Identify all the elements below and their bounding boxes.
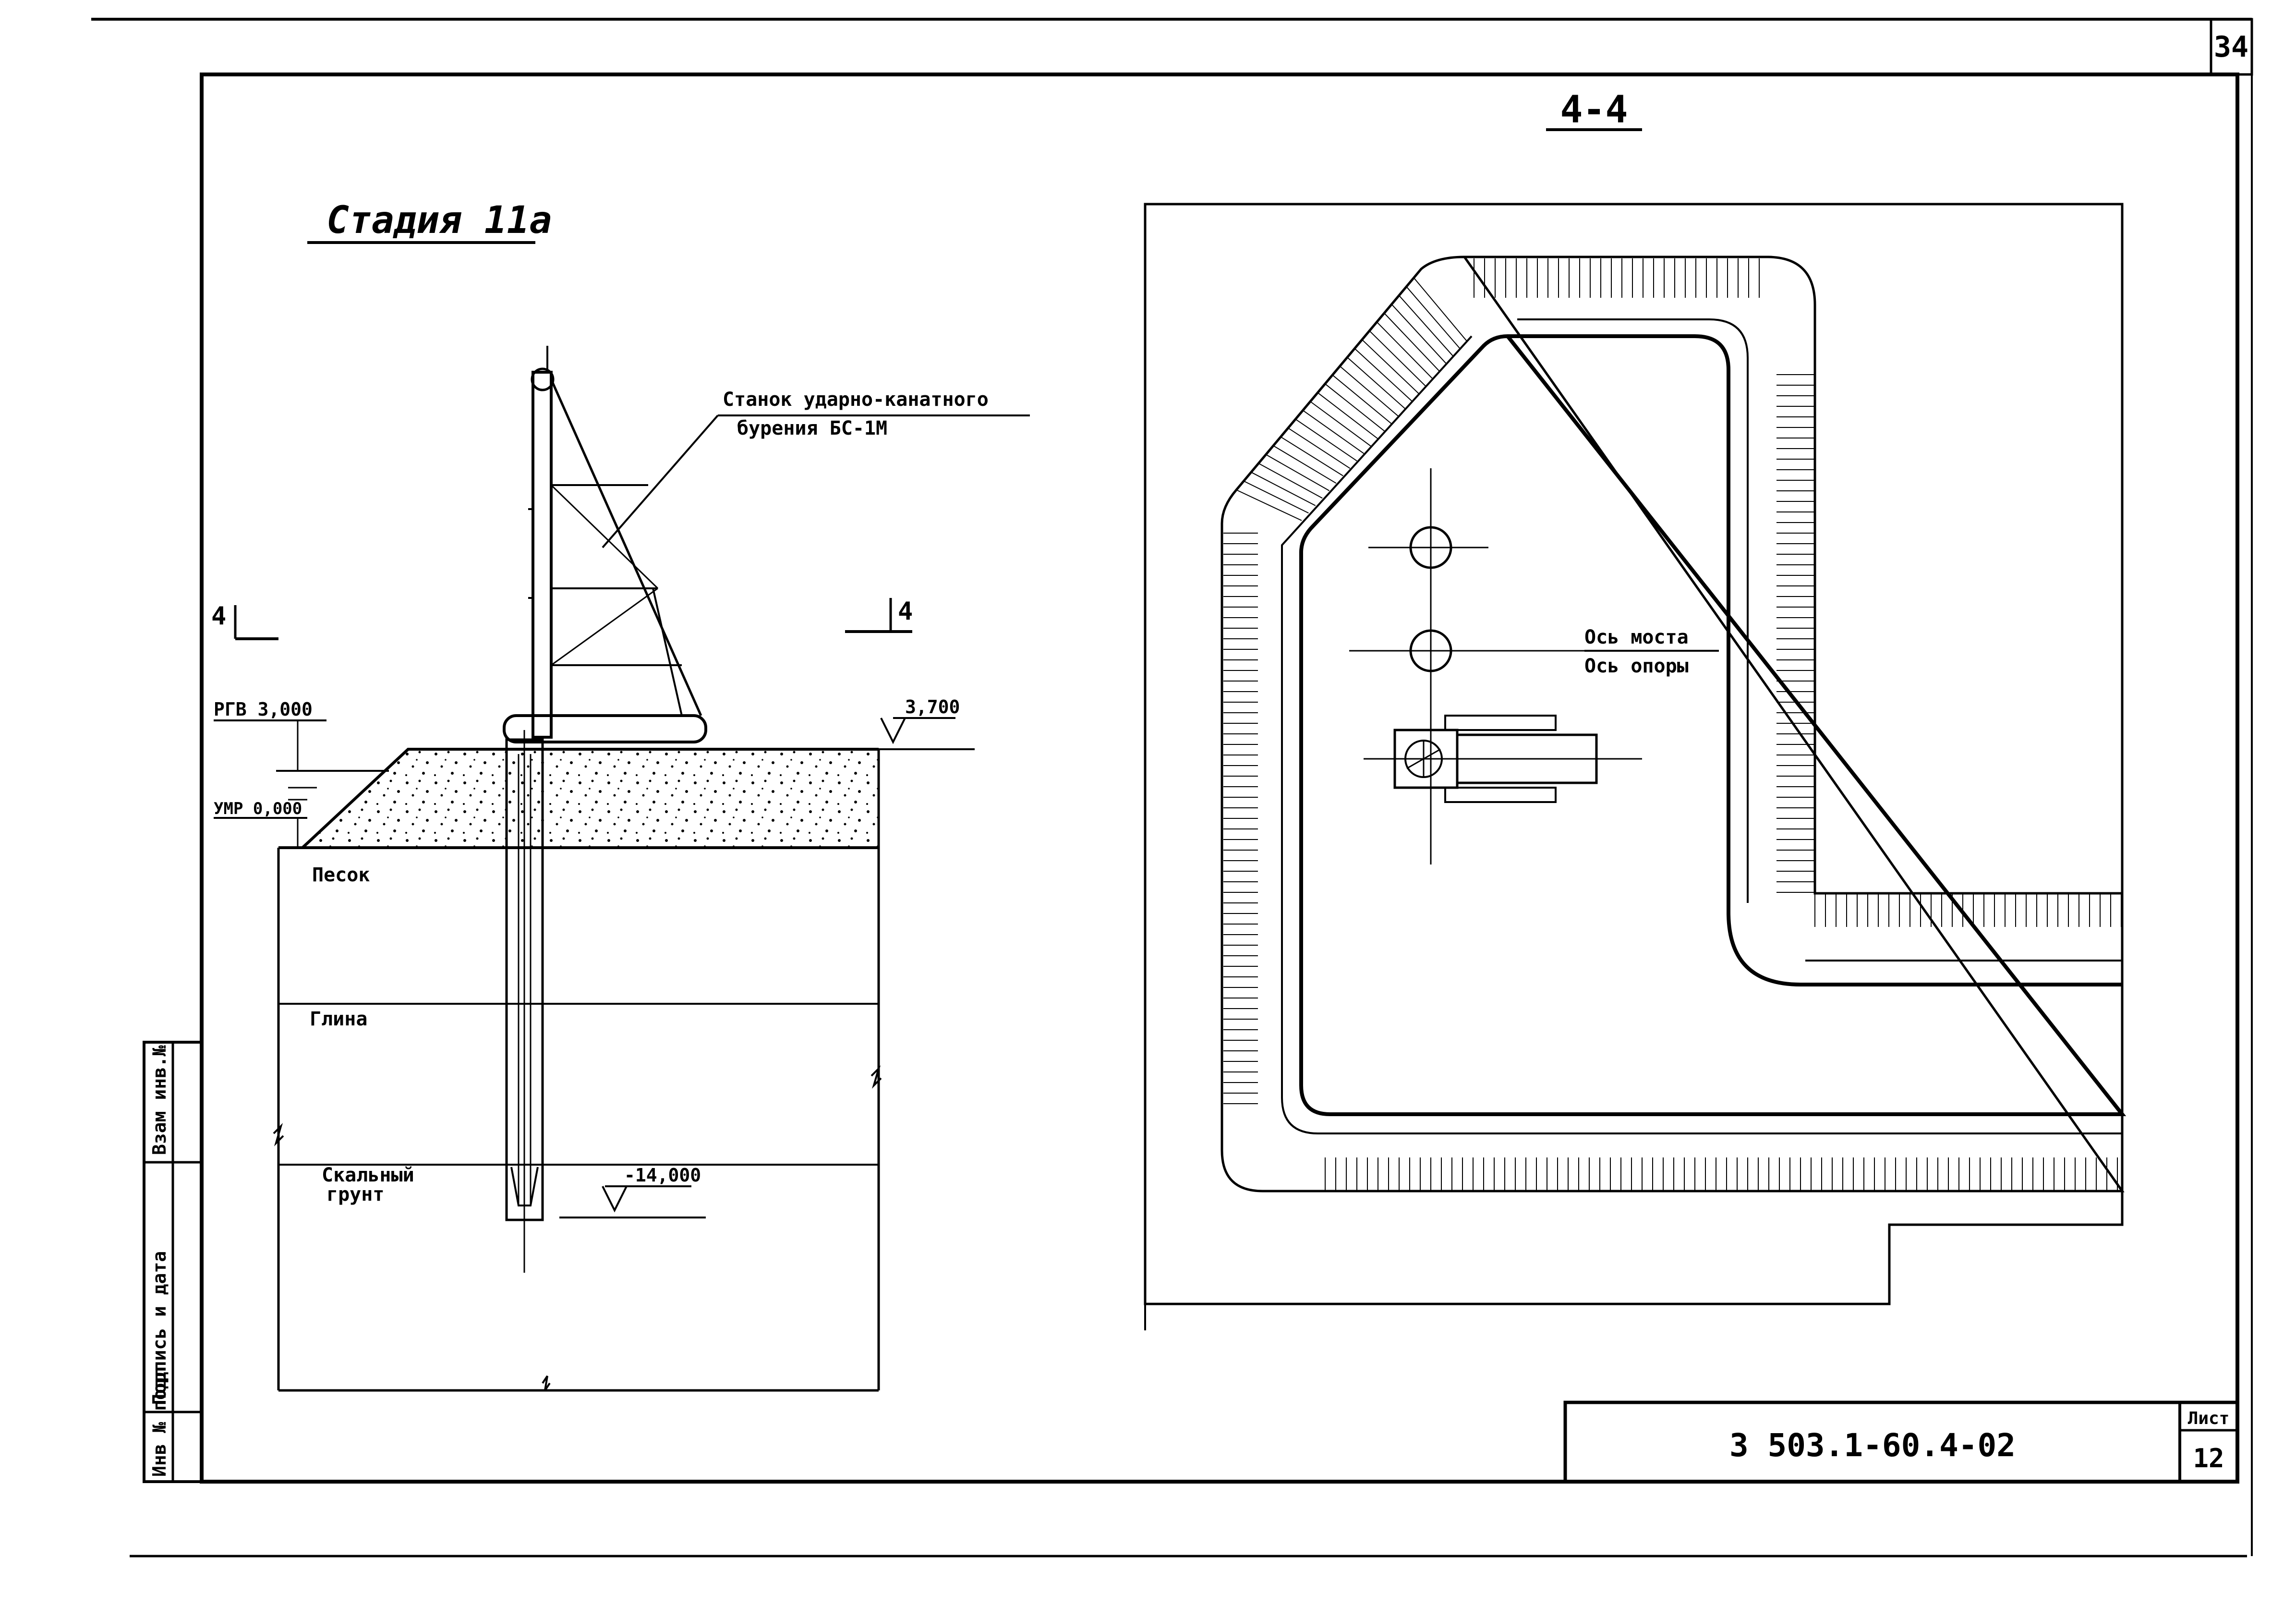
hatch-line <box>1384 313 1440 372</box>
document-code: 3 503.1-60.4-02 <box>1729 1427 2016 1464</box>
water-levels: РГВ 3,000 УМР 0,000 <box>214 699 389 848</box>
side-stamp: Инв № подл Подпись и дата Взам инв.№ <box>143 1041 203 1483</box>
elevation-marks: 3,700 -14,000 <box>559 696 975 1218</box>
hatch-line <box>1303 410 1364 454</box>
pit-boundary <box>1144 203 2124 1305</box>
hatch-line <box>1362 339 1420 394</box>
sheet-label: Лист <box>2188 1409 2230 1428</box>
hatch-line <box>1347 357 1406 409</box>
borehole-casing <box>505 730 544 1273</box>
hatch-line <box>1413 277 1468 342</box>
page-number-box: 34 <box>2210 18 2253 76</box>
rig-label-line-2: бурения БС-1М <box>737 417 887 439</box>
soil-profile: Песок Глина Скальный грунт <box>273 748 882 1392</box>
hatch-line <box>1258 463 1323 499</box>
plan-axes: Ось моста Ось опоры <box>1349 468 1719 864</box>
layer-clay-label: Глина <box>310 1008 367 1030</box>
pile-circle <box>1409 526 1452 569</box>
plan-view: 4-4 Ось моста Ось опоры <box>1144 88 2127 1330</box>
hatch-line <box>1391 304 1447 365</box>
sheet-frame <box>91 18 2253 1558</box>
bridge-axis-label: Ось моста <box>1584 626 1689 648</box>
top-elevation: 3,700 <box>905 696 960 718</box>
section-marks: 4 4 <box>211 597 913 640</box>
embankment-outer <box>1221 256 2125 1193</box>
layer-rock-label-1: Скальный <box>322 1164 414 1186</box>
stamp-inv-replaced: Взам инв.№ <box>149 1045 170 1155</box>
hatch-line <box>1406 286 1461 350</box>
section-mark-left: 4 <box>211 602 226 631</box>
layer-rock-label-2: грунт <box>326 1183 384 1205</box>
hatch-line <box>1288 427 1351 469</box>
hatch-line <box>1280 436 1343 476</box>
stamp-inv-original: Инв № подл <box>149 1367 170 1477</box>
hatch-line <box>1251 472 1316 506</box>
stage-title: Стадия 11а <box>326 199 552 242</box>
hatch-line <box>1266 454 1330 491</box>
rig-callout: Станок ударно-канатного бурения БС-1М <box>602 389 1030 548</box>
hatch-line <box>1325 383 1385 432</box>
hatch-line <box>1376 321 1433 379</box>
section-title: 4-4 <box>1560 88 1628 132</box>
pile-circle <box>1409 629 1452 672</box>
hatch-line <box>1273 445 1337 484</box>
embankment-inner <box>1299 334 2127 1116</box>
low-water-label: УМР 0,000 <box>214 799 302 818</box>
hatch-line <box>1399 295 1454 357</box>
hatch-line <box>1332 375 1392 424</box>
bottom-elevation: -14,000 <box>624 1165 701 1186</box>
hatch-line <box>1339 365 1399 417</box>
page-number: 34 <box>2214 30 2248 64</box>
stamp-signature-date: Подпись и дата <box>149 1251 170 1405</box>
hatch-line <box>1295 418 1357 462</box>
section-mark-right: 4 <box>898 597 913 626</box>
drilling-rig <box>503 346 707 743</box>
hatch-line <box>1354 348 1413 402</box>
title-block: 3 503.1-60.4-02 Лист 12 <box>1563 1400 2239 1484</box>
pier-axis-label: Ось опоры <box>1584 655 1689 677</box>
layer-sand-label: Песок <box>312 864 370 886</box>
rig-plan <box>1364 715 1642 803</box>
water-level-label: РГВ 3,000 <box>214 699 313 720</box>
hatch-line <box>1317 392 1378 439</box>
hatch-line <box>1310 401 1371 447</box>
hatch-line <box>1236 489 1302 521</box>
slope-hatching <box>1223 258 2122 1190</box>
elevation-view: Стадия 11а Песок Глина Скальный грунт <box>211 199 1030 1392</box>
hatch-line <box>1369 330 1426 387</box>
sheet-number: 12 <box>2193 1443 2224 1473</box>
hatch-line <box>1243 480 1309 514</box>
rig-label-line-1: Станок ударно-канатного <box>723 389 989 411</box>
